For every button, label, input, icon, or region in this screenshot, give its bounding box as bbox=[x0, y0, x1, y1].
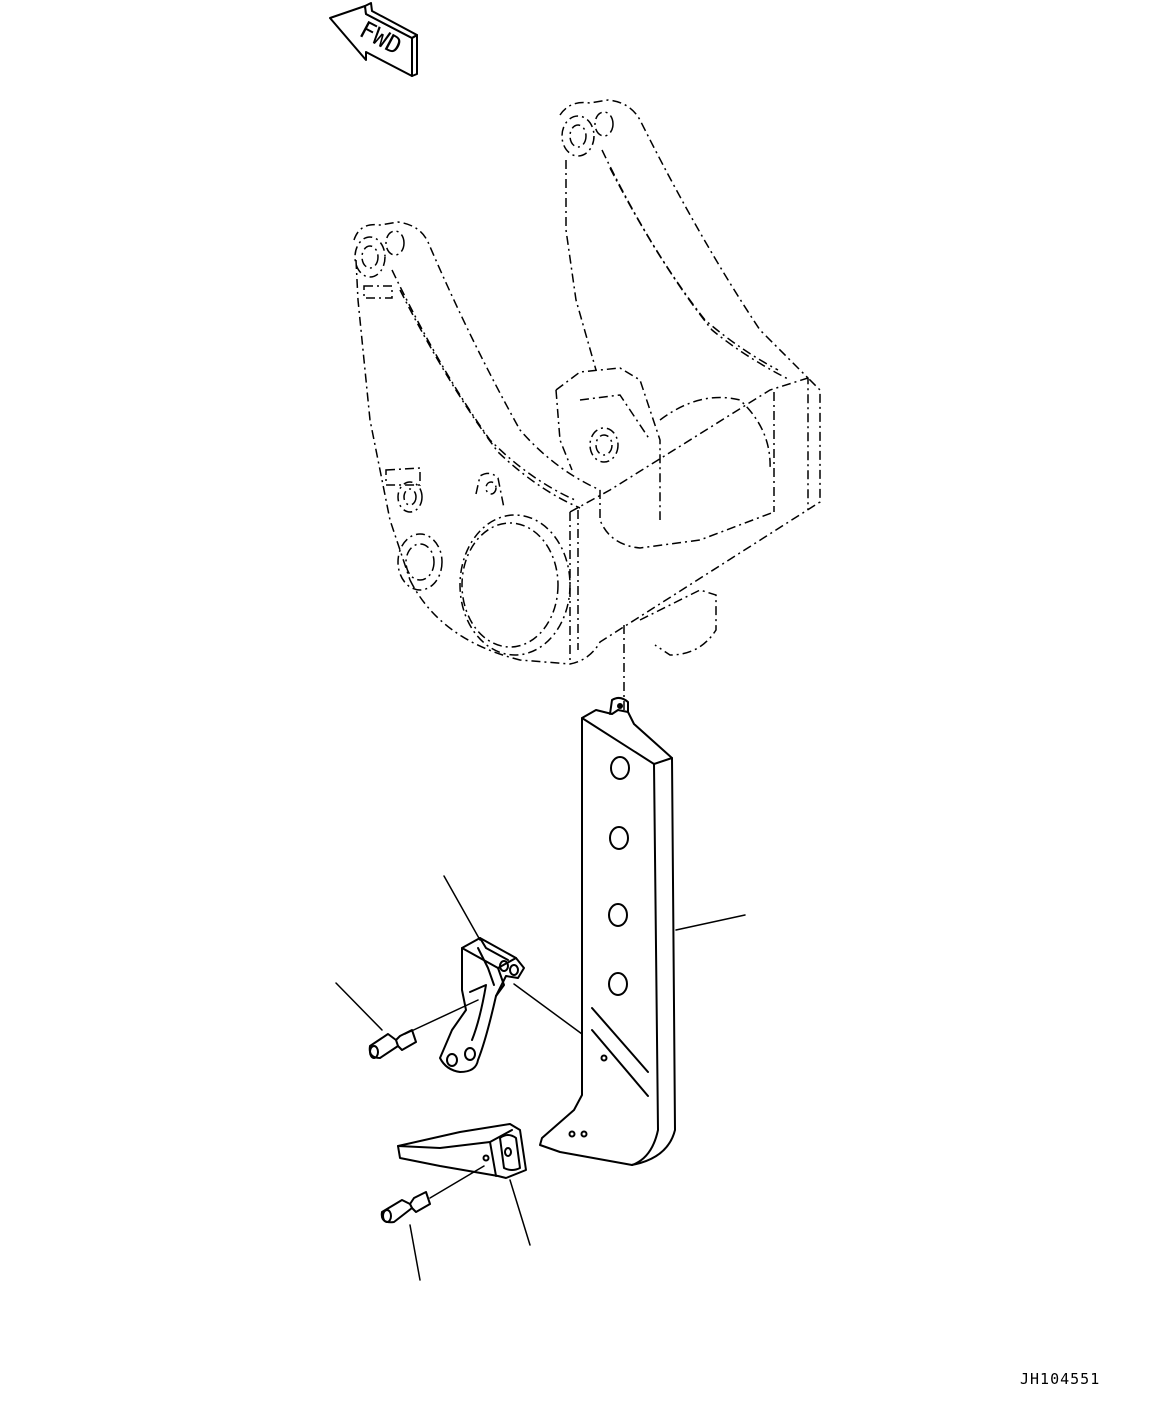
ripper-tip bbox=[397, 1123, 527, 1179]
leader-lines bbox=[335, 875, 746, 1281]
ripper-shank bbox=[539, 696, 676, 1166]
forward-arrow-icon: FWD bbox=[329, 2, 418, 77]
tip-pin bbox=[380, 1191, 431, 1224]
shank-protector bbox=[439, 937, 525, 1073]
ripper-frame-phantom bbox=[353, 99, 821, 710]
protector-pin bbox=[368, 1029, 417, 1059]
drawing-code: JH104551 bbox=[1020, 1370, 1100, 1388]
